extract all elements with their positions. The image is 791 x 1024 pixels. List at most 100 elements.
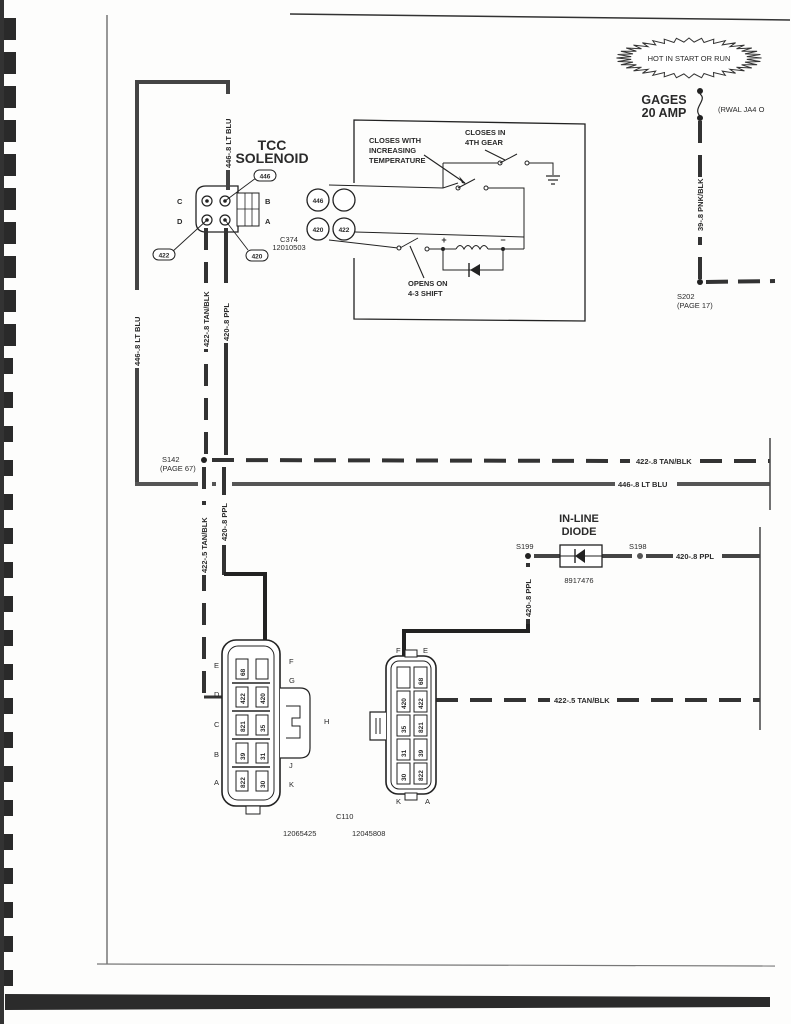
tcc-pin-c: C	[177, 197, 183, 206]
shift-switch-label-2: 4-3 SHIFT	[408, 289, 443, 298]
wire-39-pnk-blk: 39-.8 PNK/BLK S202 (PAGE 17)	[677, 121, 776, 310]
cavity	[413, 738, 428, 761]
binder-hole	[4, 970, 13, 986]
c110l-letter: A	[214, 778, 219, 787]
cavity	[255, 770, 269, 792]
diode-part: 8917476	[564, 576, 593, 585]
cavity	[396, 714, 411, 737]
c110r-letter-k: K	[396, 797, 401, 806]
gages-fuse: GAGES 20 AMP (RWAL JA4 O	[641, 88, 765, 121]
cavity	[413, 690, 428, 713]
temp-switch-label-3: TEMPERATURE	[369, 156, 426, 165]
hot-label: HOT IN START OR RUN	[648, 54, 731, 63]
fuse-terminal-bottom	[697, 115, 703, 121]
cavity-label: 422	[240, 693, 247, 704]
splice-s202-label: S202	[677, 292, 695, 301]
c374-id: C374	[280, 235, 298, 244]
cavity	[255, 742, 269, 764]
cavity	[255, 714, 269, 736]
binder-hole	[4, 732, 13, 748]
c110-left-part: 12065425	[283, 829, 316, 838]
binder-hole	[4, 902, 13, 918]
cavity-label: 821	[418, 722, 425, 733]
temp-switch-label-2: INCREASING	[369, 146, 416, 155]
binder-hole	[4, 120, 16, 142]
binder-hole	[4, 392, 13, 408]
c110l-letter: K	[289, 780, 294, 789]
wire-420-ppl: 420-.8 PPL 420-.8 PPL S199 420-.8 PPL S1…	[218, 228, 771, 730]
diode-title-1: IN-LINE	[559, 513, 599, 525]
fuse-element-icon	[697, 93, 703, 117]
binder-hole	[4, 834, 13, 850]
cavity-label: 68	[418, 677, 425, 685]
c110l-letter: G	[289, 676, 295, 685]
cavity	[413, 762, 428, 785]
cavity	[235, 742, 249, 764]
cavity-label: 420	[260, 693, 267, 704]
tcc-title-1: TCC	[258, 137, 287, 153]
cavity	[396, 690, 411, 713]
gear-switch-label-1: CLOSES IN	[465, 128, 505, 137]
wire-label-422-5-vert: 422-.5 TAN/BLK	[200, 517, 209, 573]
cavity	[396, 738, 411, 761]
cavity	[255, 658, 269, 680]
cavity	[235, 658, 249, 680]
binder-hole	[4, 630, 13, 646]
cavity	[255, 686, 269, 708]
cavity	[235, 714, 249, 736]
binder-hole	[4, 324, 16, 346]
cavity	[396, 666, 411, 689]
binder-hole	[4, 528, 13, 544]
binder-spine	[0, 0, 16, 1024]
c110l-letter: D	[214, 690, 220, 699]
cavity	[413, 666, 428, 689]
c110r-letter-e: E	[423, 646, 428, 655]
binder-hole	[4, 188, 16, 210]
binder-hole	[4, 868, 13, 884]
c110-right-part: 12045808	[352, 829, 385, 838]
cavity-label: 35	[260, 724, 267, 732]
wire-label-446-top: 446-.8 LT BLU	[224, 119, 233, 168]
diode-icon	[470, 264, 480, 276]
wire-label-420-s198: 420-.8 PPL	[676, 552, 714, 561]
binder-hole	[4, 596, 13, 612]
binder-hole	[4, 222, 16, 244]
temp-switch-label-1: CLOSES WITH	[369, 136, 421, 145]
tcc-pin-d: D	[177, 217, 183, 226]
cavity-label: 422	[418, 698, 425, 709]
cavity	[396, 762, 411, 785]
binder-hole	[4, 154, 16, 176]
callout-420: 420	[252, 254, 263, 261]
wire-446-lt-blu: 446-.8 LT BLU 446-.8 LT BLU 446-.8 LT BL…	[131, 80, 770, 489]
cavity-label: 68	[240, 668, 247, 676]
callout-446: 446	[260, 174, 271, 181]
splice-s198-label: S198	[629, 542, 647, 551]
cavity-label: 35	[401, 725, 408, 733]
splice-s199-dot	[525, 553, 531, 559]
binder-hole	[4, 698, 13, 714]
c110-id: C110	[336, 812, 353, 821]
wire-label-422-5-horiz: 422-.5 TAN/BLK	[554, 696, 610, 705]
binder-hole	[4, 800, 13, 816]
binder-hole	[4, 460, 13, 476]
wire-label-446-left: 446-.8 LT BLU	[133, 317, 142, 366]
splice-s202-page: (PAGE 17)	[677, 301, 713, 310]
binder-hole	[4, 256, 16, 278]
splice-s202-dot	[697, 279, 703, 285]
bottom-binding-strip	[5, 994, 770, 1010]
cavity	[235, 686, 249, 708]
binder-hole	[4, 562, 13, 578]
cavity-label: 39	[418, 749, 425, 757]
wire-label-446-horiz: 446-.8 LT BLU	[618, 480, 667, 489]
c374-part: 12010503	[272, 243, 305, 252]
fuse-name: GAGES	[641, 93, 686, 107]
wire-422-tan-blk: 422-.8 TAN/BLK S142 (PAGE 67) 422-.8 TAN…	[160, 228, 770, 700]
cavity-label: 822	[418, 770, 425, 781]
fuse-rating: 20 AMP	[642, 106, 687, 120]
wire-422-5-horiz: 422-.5 TAN/BLK	[436, 696, 760, 705]
binder-hole	[4, 936, 13, 952]
cavity-label: 39	[240, 752, 247, 760]
cavity-label: 30	[260, 780, 267, 788]
